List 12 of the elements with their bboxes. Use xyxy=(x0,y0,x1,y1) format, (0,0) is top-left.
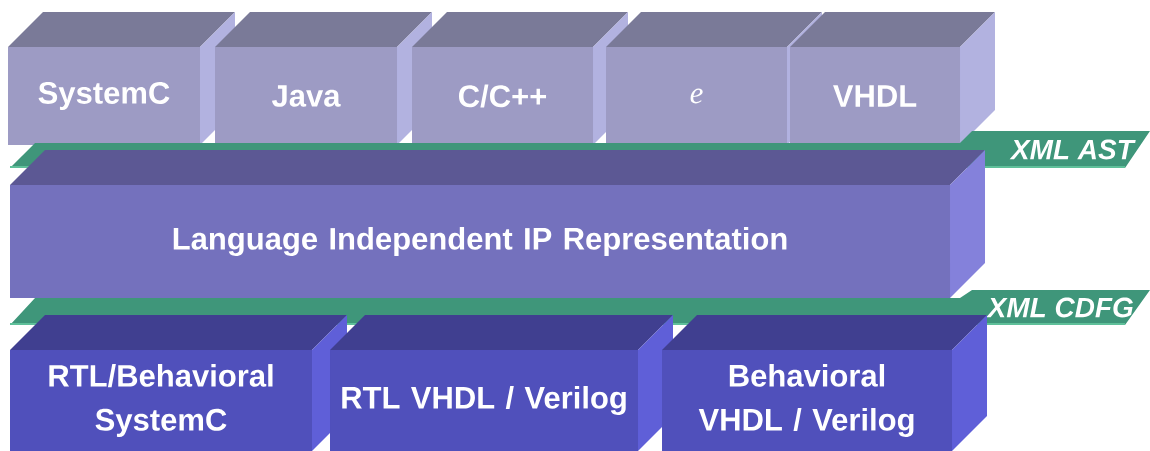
layer-block: SystemC xyxy=(8,12,235,145)
layer-block: Behavioral VHDL / Verilog xyxy=(662,315,987,451)
node-label: C/C++ xyxy=(458,84,547,108)
node-label: SystemC xyxy=(38,81,170,111)
node-label: e xyxy=(690,88,703,104)
node-label: Java xyxy=(272,85,341,107)
layer-block: RTL VHDL / Verilog xyxy=(330,315,673,451)
layer-block: VHDL xyxy=(790,12,995,145)
node-label: RTL/Behavioral SystemC xyxy=(49,364,273,437)
layer-block: Language Independent IP Representation xyxy=(10,150,985,298)
layer-block: Java xyxy=(215,12,432,145)
layer-block: C/C++ xyxy=(412,12,628,145)
